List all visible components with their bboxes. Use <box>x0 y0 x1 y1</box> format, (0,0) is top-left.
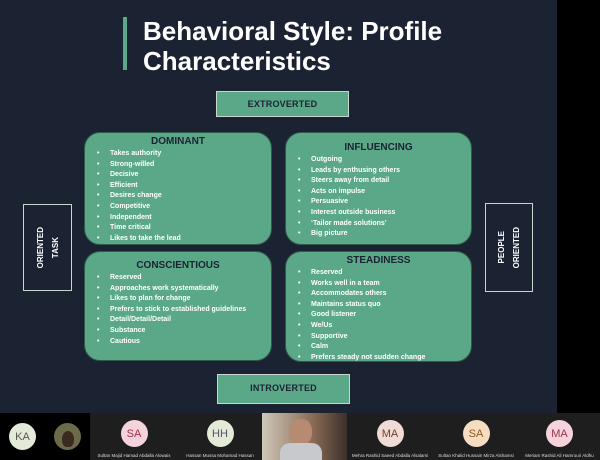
quadrant-title: CONSCIENTIOUS <box>136 260 220 271</box>
avatar-initials: HH <box>212 427 228 440</box>
bullet-item: Good listener <box>296 310 461 321</box>
label-line: ORIENTED <box>35 226 45 269</box>
extroverted-label: EXTROVERTED <box>216 91 349 117</box>
bullet-item: Maintains status quo <box>296 300 461 311</box>
bullet-item: Likes to plan for change <box>95 294 261 305</box>
avatar-initials: SA <box>126 427 142 440</box>
quadrant-conscientious: CONSCIENTIOUS ReservedApproaches work sy… <box>84 251 272 361</box>
title-accent-bar <box>123 17 127 70</box>
participant-tile[interactable]: MA Meriam Rashid Ali Hamrouri Aldhu <box>519 413 600 460</box>
avatar-initials: KA <box>15 430 30 443</box>
quadrant-dominant: DOMINANT Takes authorityStrong-willedDec… <box>84 132 272 245</box>
bullet-item: Decisive <box>95 170 261 181</box>
bullet-item: Works well in a team <box>296 279 461 290</box>
avatar: SA <box>462 420 490 447</box>
participant-name: Hassan Mussa Mohamad Hassan <box>186 453 254 458</box>
avatar-initials: MA <box>381 427 399 440</box>
bullet-item: Desires change <box>95 191 261 202</box>
quadrant-steadiness: STEADINESS ReservedWorks well in a teamA… <box>285 251 472 364</box>
participant-name: Mehra Rashid Saeed Abdalla Alsalami <box>351 453 429 458</box>
label-line: ORIENTED <box>512 226 521 269</box>
bullet-item: Efficient <box>95 181 261 192</box>
quadrant-title: DOMINANT <box>151 136 205 147</box>
bullet-item: Reserved <box>95 273 261 284</box>
bullet-item: Persuasive <box>296 197 461 208</box>
avatar: MA <box>546 420 573 447</box>
bullet-item: Likes to take the lead <box>95 234 261 245</box>
avatar: SA <box>120 420 148 447</box>
bullet-item: ‘Tailor made solutions’ <box>296 219 461 230</box>
participant-tile[interactable]: KA <box>0 413 90 460</box>
avatar-initials: SA <box>468 427 484 440</box>
bullet-item: Accommodates others <box>296 289 461 300</box>
participant-photo <box>54 423 81 450</box>
title-line-2: Characteristics <box>143 46 331 76</box>
people-oriented-label: PEOPLE ORIENTED <box>485 203 533 292</box>
bullet-item: Supportive <box>296 332 461 343</box>
label-line: PEOPLE <box>497 231 506 264</box>
participant-name: Sultan Majid Hamad Abdalla Alowais <box>97 453 171 458</box>
bullet-item: Steers away from detail <box>296 176 461 187</box>
speaker-suit <box>280 443 322 460</box>
bullet-item: Big picture <box>296 229 461 240</box>
bullet-item: Leads by enthusing others <box>296 166 461 177</box>
participant-tile[interactable]: HH Hassan Mussa Mohamad Hassan <box>178 413 262 460</box>
bullet-item: Interest outside business <box>296 208 461 219</box>
bullet-item: Competitive <box>95 202 261 213</box>
introverted-label: INTROVERTED <box>217 374 350 404</box>
participant-tile[interactable]: SA Sultan Khalid Hussain Mirza Alshamsi <box>433 413 519 460</box>
bullet-item: We/Us <box>296 321 461 332</box>
bullet-item: Substance <box>95 326 261 337</box>
label-line: TASK <box>50 236 60 259</box>
participant-video[interactable] <box>262 413 347 460</box>
bullet-item: Detail/Detail/Detail <box>95 315 261 326</box>
bullet-item: Approaches work systematically <box>95 284 261 295</box>
bullet-item: Acts on impulse <box>296 187 461 198</box>
task-oriented-label: ORIENTED TASK <box>23 204 72 291</box>
participant-tile[interactable]: MA Mehra Rashid Saeed Abdalla Alsalami <box>347 413 433 460</box>
quadrant-title: STEADINESS <box>346 255 411 266</box>
bullet-item: Strong-willed <box>95 160 261 171</box>
bullet-item: Cautious <box>95 337 261 348</box>
slide-title: Behavioral Style: Profile Characteristic… <box>143 16 442 76</box>
bullet-item: Prefers steady not sudden change <box>296 353 461 364</box>
quadrant-influencing: INFLUENCING OutgoingLeads by enthusing o… <box>285 132 472 245</box>
title-line-1: Behavioral Style: Profile <box>143 16 443 46</box>
bullet-item: Calm <box>296 342 461 353</box>
quadrant-title: INFLUENCING <box>344 142 413 153</box>
bullet-item: Takes authority <box>95 149 261 160</box>
bullet-item: Time critical <box>95 223 261 234</box>
bullet-item: Prefers to stick to established guidelin… <box>95 305 261 316</box>
participant-tile[interactable]: SA Sultan Majid Hamad Abdalla Alowais <box>90 413 178 460</box>
speaker-face <box>290 419 312 445</box>
avatar: HH <box>206 420 234 447</box>
bullet-item: Outgoing <box>296 155 461 166</box>
avatar: KA <box>9 423 36 450</box>
avatar: MA <box>376 420 404 447</box>
participant-name: Meriam Rashid Ali Hamrouri Aldhu <box>525 453 594 458</box>
presentation-slide: Behavioral Style: Profile Characteristic… <box>0 0 557 413</box>
bullet-item: Independent <box>95 213 261 224</box>
avatar-initials: MA <box>551 427 568 440</box>
participant-name: Sultan Khalid Hussain Mirza Alshamsi <box>438 453 514 458</box>
bullet-item: Reserved <box>296 268 461 279</box>
